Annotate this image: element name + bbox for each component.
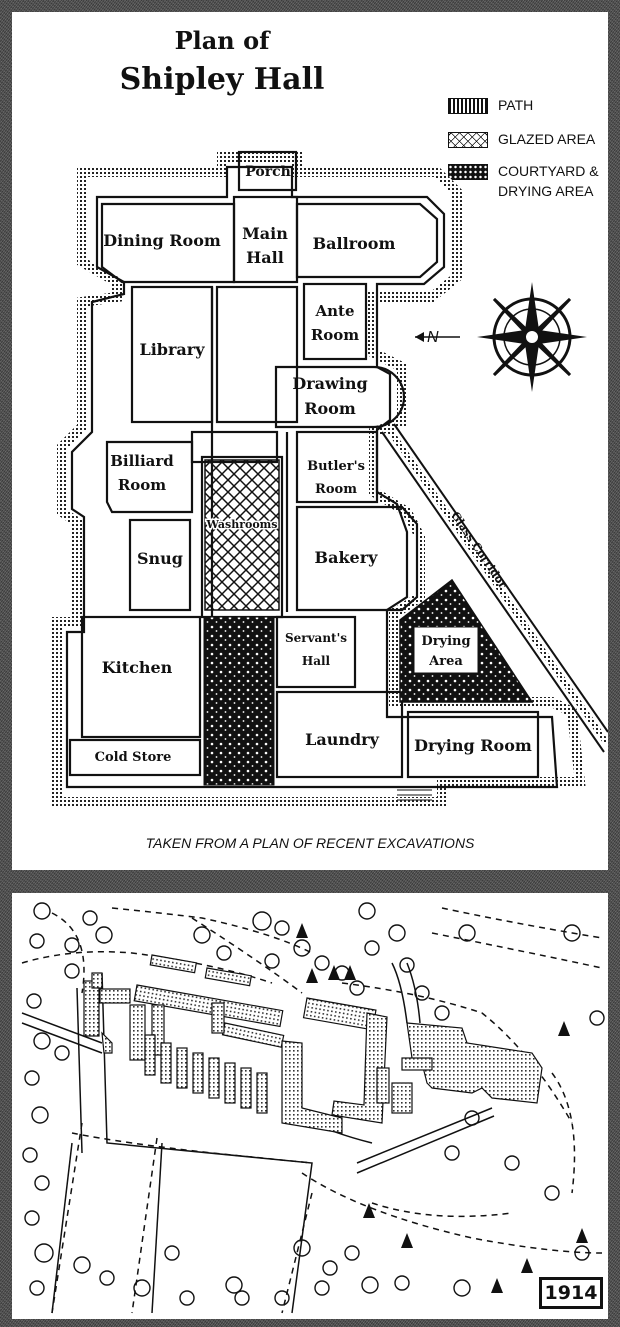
room-drawing-2: Room <box>304 399 356 418</box>
compass-north-label: N <box>427 329 439 346</box>
room-butlers-2: Room <box>315 482 357 497</box>
legend-court-label2: DRYING AREA <box>498 183 594 199</box>
room-snug: Snug <box>137 549 183 568</box>
path-swatch <box>448 98 488 114</box>
room-library: Library <box>139 340 205 359</box>
outer-path <box>52 152 586 807</box>
historic-map-drawing <box>21 902 605 1314</box>
historic-map-panel: 1914 <box>12 893 608 1319</box>
room-bakery: Bakery <box>315 548 379 567</box>
court-swatch <box>448 164 488 180</box>
plan-caption: TAKEN FROM A PLAN OF RECENT EXCAVATIONS <box>145 835 475 851</box>
room-washrooms: Washrooms <box>205 518 277 531</box>
plan-title-line2: Shipley Hall <box>119 62 325 97</box>
room-dining-room: Dining Room <box>103 231 221 250</box>
glazed-swatch <box>448 132 488 148</box>
label-glass-corridor: Glass Corridor <box>448 509 509 591</box>
legend-path-label: PATH <box>498 97 534 113</box>
room-drying-area-2: Area <box>428 654 463 669</box>
room-billiard-2: Room <box>118 476 166 494</box>
floor-plan-panel: Plan of Shipley Hall PATH GLAZED AREA CO… <box>12 12 608 870</box>
plan-title-line1: Plan of <box>174 26 270 55</box>
room-ballroom: Ballroom <box>313 234 396 253</box>
room-ante-2: Room <box>311 326 359 344</box>
room-drawing-1: Drawing <box>292 374 367 393</box>
legend-court-label: COURTYARD & <box>498 163 599 179</box>
room-porch: Porch <box>245 164 291 180</box>
room-cold-store: Cold Store <box>95 750 172 765</box>
room-kitchen: Kitchen <box>102 658 173 677</box>
map-year-badge: 1914 <box>539 1277 603 1309</box>
room-drying-room: Drying Room <box>414 736 532 755</box>
glass-corridor <box>381 423 608 753</box>
room-ante-1: Ante <box>314 302 354 320</box>
room-drying-area-1: Drying <box>421 634 470 649</box>
floor-plan-drawing: N Porch Dining Room Main Hall Ballroom A… <box>52 150 608 807</box>
room-main-hall-1: Main <box>242 224 288 243</box>
room-butlers-1: Butler's <box>307 459 365 474</box>
room-servants-1: Servant's <box>285 631 347 645</box>
washrooms-glazed <box>204 459 280 611</box>
courtyard <box>203 616 275 786</box>
room-main-hall-2: Hall <box>246 248 284 267</box>
room-servants-2: Hall <box>302 654 331 668</box>
room-laundry: Laundry <box>305 730 380 749</box>
compass-rose-icon <box>415 282 587 392</box>
legend-glazed-label: GLAZED AREA <box>498 131 596 147</box>
room-billiard-1: Billiard <box>110 452 174 470</box>
